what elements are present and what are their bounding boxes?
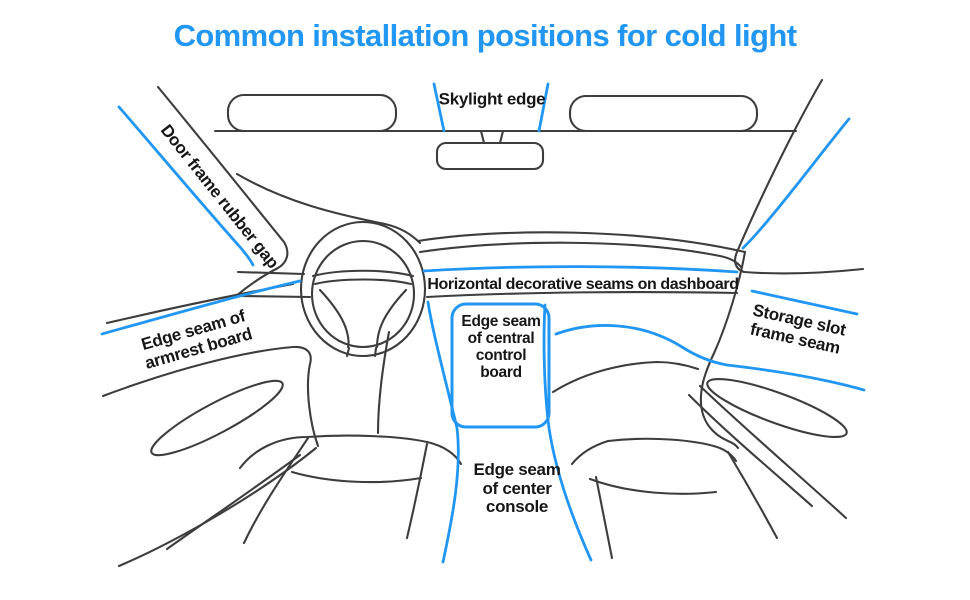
seat-right-front-edge [726,450,779,540]
dashboard-seam-lower-line [425,290,739,299]
door-panel-top-left [101,345,320,448]
steering-wheel-outer-rim [299,220,427,358]
dashboard-right-edge [699,250,747,450]
mirror-mount-left-leg [479,129,486,145]
mirror-mount-right-leg [498,129,505,145]
steering-column-left [345,346,351,358]
seat-left-belly-seam [290,470,423,484]
cold-light-glovebox-storage-seam [554,324,866,392]
door-sill-right [742,267,865,275]
sun-visor-right [568,94,759,133]
steering-wheel-stem-right [375,288,408,349]
cold-light-storage-slot-top [750,289,859,316]
cold-light-skylight-left [432,82,446,133]
page-title: Common installation positions for cold l… [173,18,797,53]
door-bottom-left-b [165,453,302,551]
seat-right-belly-seam [588,477,718,495]
car-outline [101,78,865,568]
label-center-console: Edge seam of center console [473,459,561,517]
seat-right-top-edge [570,437,738,466]
label-dashboard-seams: Horizontal decorative seams on dashboard [427,276,739,294]
door-bottom-left-a [117,446,318,568]
door-bottom-right-a [698,384,848,520]
dash-left-seam-b [236,294,312,299]
a-pillar-left [156,85,289,298]
a-pillar-right [734,78,824,274]
dash-left-seam-a [236,270,306,276]
rearview-mirror [435,141,545,171]
seat-left-front-edge [242,436,310,545]
cold-light-central-control-frame [450,302,551,429]
seat-left-top-edge [238,434,463,470]
cold-light-door-frame-left [117,105,255,267]
cold-light-armrest-left [100,279,302,336]
dashboard-top-edge-lower [418,241,743,269]
sun-visor-left [226,93,398,133]
cold-light-skylight-right [537,82,550,133]
steering-column-right [373,346,378,358]
steering-wheel-bar-bottom [313,278,413,286]
windshield-bottom-edge [235,172,422,245]
dashboard-top-edge-upper [416,231,747,254]
label-central-control-board: Edge seam of central control board [461,312,541,382]
door-bottom-right-b [687,393,814,508]
label-skylight-edge: Skylight edge [438,89,546,109]
knee-bolster-edge [376,330,391,435]
seat-left-inner-edge [405,442,429,540]
cold-light-console-left [426,300,460,564]
door-handle-right [706,377,848,439]
steering-wheel-stem-left [318,288,350,349]
cold-light-door-frame-right [741,117,851,250]
cold-light-dashboard-seam [422,265,739,274]
steering-wheel-bar-top [311,269,415,278]
cold-light-console-right [542,303,593,562]
seat-right-inner-edge [594,475,614,560]
cold-light-lines [100,82,866,564]
steering-wheel-inner-rim [310,239,416,349]
glovebox-lower-edge [551,360,700,394]
door-handle-left [150,379,284,457]
